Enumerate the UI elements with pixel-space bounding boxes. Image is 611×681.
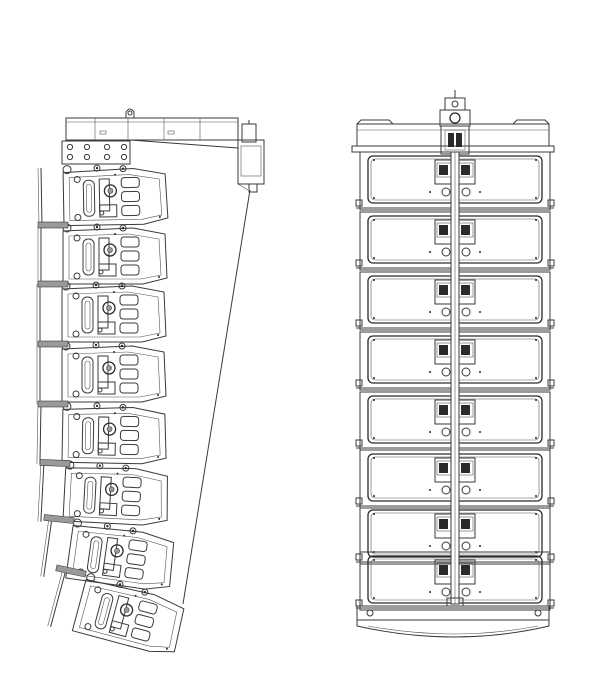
front-rigging-frame xyxy=(351,90,555,155)
side-cabinet-6 xyxy=(37,460,171,527)
side-rigging-frame xyxy=(61,108,265,193)
side-cabinet-4 xyxy=(36,341,167,404)
side-cabinet-2 xyxy=(37,223,168,286)
side-view xyxy=(36,108,265,659)
side-cabinet-7 xyxy=(40,516,178,594)
side-cabinet-8 xyxy=(47,568,190,659)
center-rigging-bar xyxy=(450,151,460,605)
pullback-line xyxy=(182,189,251,605)
front-base xyxy=(356,597,550,638)
side-cabinet-3 xyxy=(36,281,167,344)
side-cabinet-1 xyxy=(37,163,169,229)
side-cabinet-stack xyxy=(36,163,190,659)
front-view xyxy=(351,90,555,638)
side-cabinet-5 xyxy=(36,401,168,465)
